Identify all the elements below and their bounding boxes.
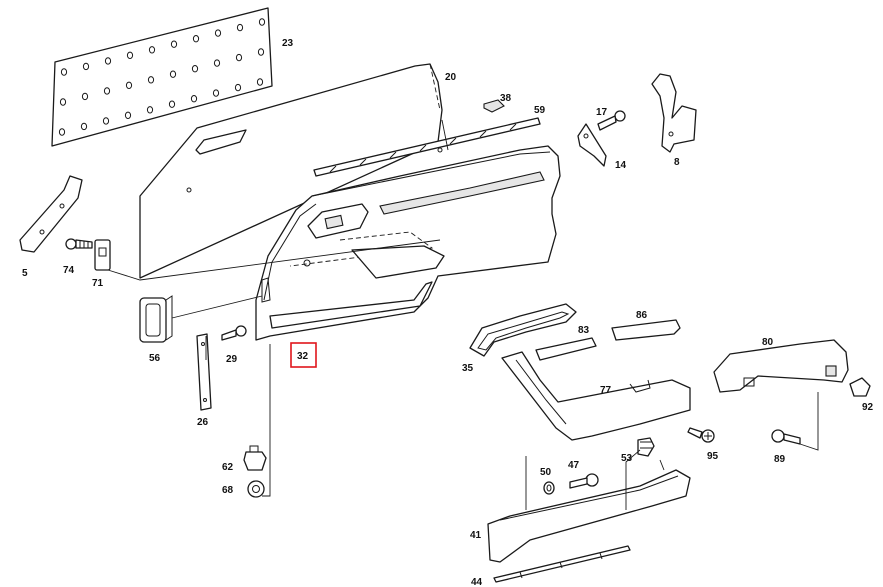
perforation-hole — [124, 111, 132, 120]
perforation-hole — [168, 100, 176, 108]
part-53-plug[interactable] — [637, 437, 655, 457]
perforation-hole — [146, 106, 154, 114]
part-35-handle-surround[interactable] — [469, 303, 577, 357]
part-59-window-seal-strip[interactable] — [313, 117, 541, 177]
perforation-hole — [257, 48, 265, 56]
part-50-washer[interactable] — [543, 481, 555, 495]
perforation-hole — [212, 89, 220, 97]
part-38-clip[interactable] — [483, 99, 505, 113]
part-80-pull-handle[interactable] — [713, 339, 849, 393]
label-29[interactable]: 29 — [226, 354, 238, 365]
part-56-grommet[interactable] — [139, 295, 173, 343]
perforation-hole — [190, 95, 198, 103]
label-23[interactable]: 23 — [282, 38, 294, 49]
perforation-hole — [236, 23, 244, 32]
perforation-hole — [234, 83, 242, 92]
part-32-door-trim-panel[interactable] — [255, 145, 561, 341]
perforation-hole — [256, 78, 264, 86]
perforation-hole — [191, 65, 199, 73]
part-62-clip[interactable] — [243, 445, 267, 471]
perforation-hole — [125, 81, 133, 90]
label-59[interactable]: 59 — [534, 105, 546, 116]
part-23-insulation-sheet[interactable] — [51, 7, 273, 147]
perforation-hole — [148, 46, 156, 54]
perforation-hole — [213, 59, 221, 67]
part-26-bracket[interactable] — [196, 333, 212, 411]
highlight-box-32 — [290, 342, 317, 368]
leader-lines — [107, 119, 819, 510]
label-17[interactable]: 17 — [596, 107, 608, 118]
part-labels: 23 20 38 59 17 14 8 5 74 71 56 29 26 32 … — [22, 38, 874, 587]
part-89-screw[interactable] — [771, 429, 801, 445]
label-83[interactable]: 83 — [578, 325, 590, 336]
label-71[interactable]: 71 — [92, 278, 104, 289]
perforation-hole — [126, 51, 134, 59]
label-56[interactable]: 56 — [149, 353, 161, 364]
perforation-hole — [80, 122, 88, 131]
part-5-mirror-triangle-cover[interactable] — [19, 175, 83, 253]
label-68[interactable]: 68 — [222, 485, 234, 496]
perforation-hole — [235, 53, 243, 62]
part-77-armrest[interactable] — [501, 351, 691, 441]
part-8-latch-cover[interactable] — [651, 73, 697, 153]
label-50[interactable]: 50 — [540, 467, 552, 478]
label-74[interactable]: 74 — [63, 265, 75, 276]
perforation-hole — [170, 40, 178, 48]
label-62[interactable]: 62 — [222, 462, 234, 473]
part-83-trim-strip[interactable] — [535, 337, 597, 361]
part-17-screw[interactable] — [597, 110, 626, 131]
perforation-hole — [147, 76, 155, 84]
label-53[interactable]: 53 — [621, 453, 633, 464]
part-86-trim-strip[interactable] — [611, 319, 681, 341]
label-89[interactable]: 89 — [774, 454, 786, 465]
label-44[interactable]: 44 — [471, 577, 483, 587]
part-68-fastener[interactable] — [247, 480, 265, 498]
label-14[interactable]: 14 — [615, 160, 627, 171]
label-20[interactable]: 20 — [445, 72, 457, 83]
label-8[interactable]: 8 — [674, 157, 680, 168]
label-77[interactable]: 77 — [600, 385, 612, 396]
perforation-hole — [214, 29, 222, 37]
perforation-hole — [102, 117, 110, 125]
part-44-retaining-strip[interactable] — [493, 545, 631, 583]
label-38[interactable]: 38 — [500, 93, 512, 104]
perforation-hole — [169, 70, 177, 78]
perforation-hole — [60, 68, 68, 76]
part-47-screw[interactable] — [569, 473, 599, 489]
label-32[interactable]: 32 — [297, 351, 309, 362]
label-5[interactable]: 5 — [22, 268, 28, 279]
label-86[interactable]: 86 — [636, 310, 648, 321]
label-92[interactable]: 92 — [862, 402, 874, 413]
label-35[interactable]: 35 — [462, 363, 474, 374]
part-92-cap[interactable] — [849, 377, 871, 397]
perforation-hole — [82, 62, 90, 71]
part-14-bracket[interactable] — [577, 123, 607, 167]
part-20-door-panel-backing[interactable] — [139, 63, 443, 279]
perforation-hole — [58, 128, 66, 136]
label-95[interactable]: 95 — [707, 451, 719, 462]
part-29-screw[interactable] — [221, 325, 247, 341]
label-26[interactable]: 26 — [197, 417, 209, 428]
perforation-hole — [59, 98, 67, 106]
label-47[interactable]: 47 — [568, 460, 580, 471]
perforation-hole — [258, 18, 266, 26]
label-41[interactable]: 41 — [470, 530, 482, 541]
part-74-screw[interactable] — [65, 238, 93, 250]
label-80[interactable]: 80 — [762, 337, 774, 348]
perforation-hole — [192, 35, 200, 43]
part-41-lower-trim-strip[interactable] — [487, 469, 691, 563]
perforation-hole — [103, 87, 111, 95]
part-71-retainer-clip[interactable] — [94, 239, 111, 271]
part-95-screw[interactable] — [687, 427, 715, 443]
perforation-hole — [104, 57, 112, 65]
perforation-hole — [81, 92, 89, 101]
